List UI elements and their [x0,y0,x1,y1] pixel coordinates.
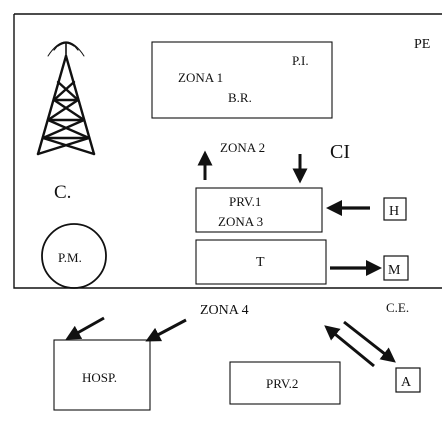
c-label: C. [54,182,71,203]
prv2-box [229,361,341,405]
hosp-box [53,339,151,411]
ce-label: C.E. [386,300,409,315]
t-label: T [256,255,265,270]
main-enclosure [13,13,442,289]
m-label: M [388,263,401,278]
arrow-ce-up [324,325,375,368]
radio-tower-icon [36,41,96,156]
prv1-zona3-box [195,187,323,233]
ci-label: CI [330,141,350,163]
zona3-label: ZONA 3 [218,214,263,229]
m-box [383,255,409,281]
zona2-label: ZONA 2 [220,140,265,155]
pm-circle [41,223,107,289]
br-label: B.R. [228,90,252,105]
hosp-label: HOSP. [82,370,117,385]
arrow-to-hosp-left [65,316,105,340]
arrow-ce-down [343,320,396,363]
arrow-to-hosp-right [145,318,187,342]
t-box [195,239,327,285]
pi-label: P.I. [292,53,309,68]
a-label: A [401,375,412,390]
h-label: H [389,204,399,219]
pe-label: PE [414,37,430,52]
prv2-label: PRV.2 [266,376,298,391]
zona1-box [151,41,333,119]
zona1-label: ZONA 1 [178,70,223,85]
a-box [395,367,421,393]
pm-label: P.M. [58,250,82,265]
h-box [383,197,407,221]
prv1-label: PRV.1 [229,194,261,209]
zona4-label: ZONA 4 [200,303,249,318]
